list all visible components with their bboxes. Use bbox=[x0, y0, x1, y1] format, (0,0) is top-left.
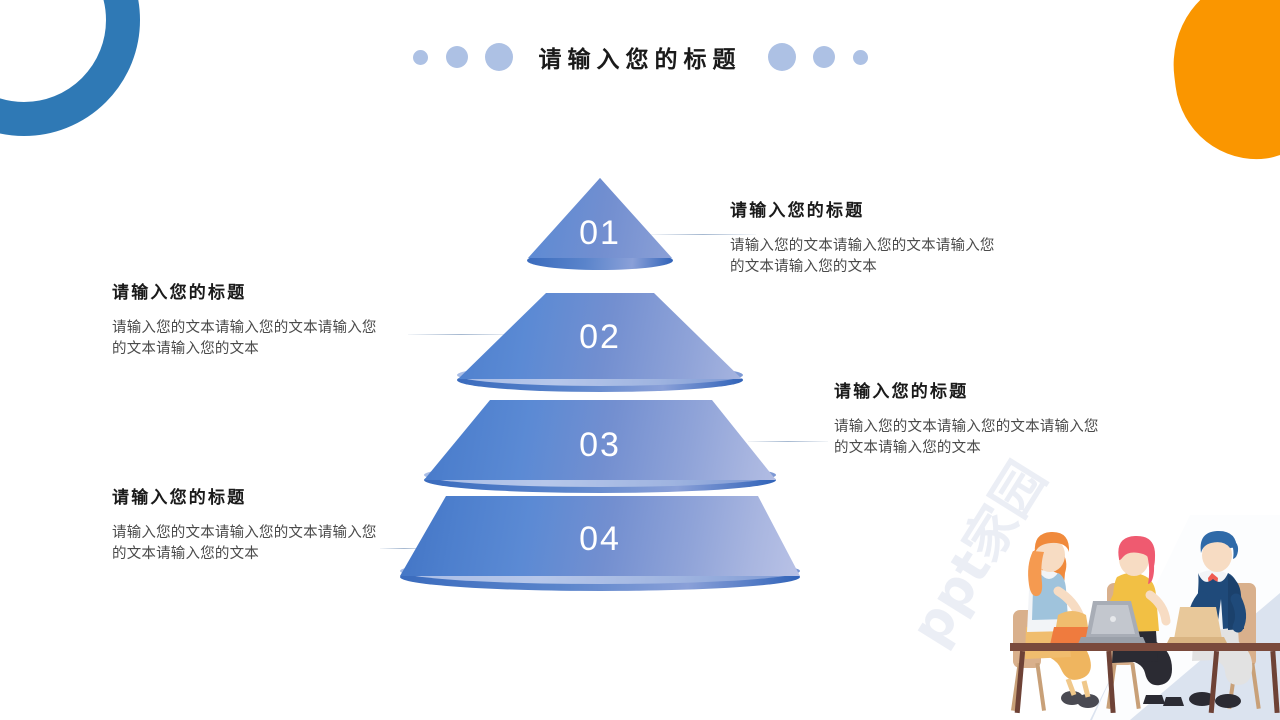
callout-tier-01-title: 请输入您的标题 bbox=[730, 201, 865, 221]
person-woman-orange-hair bbox=[1025, 531, 1099, 708]
callout-tier-03[interactable]: 请输入您的标题 请输入您的文本请输入您的文本请输入您的文本请输入您的文本 bbox=[834, 377, 1100, 459]
connector-tier-01 bbox=[650, 234, 756, 235]
header-dot-large-right bbox=[767, 43, 796, 71]
callout-tier-01[interactable]: 请输入您的标题 请输入您的文本请输入您的文本请输入您的文本请输入您的文本 bbox=[730, 196, 996, 278]
tier-02-number: 02 bbox=[579, 318, 621, 356]
tier-03-number: 03 bbox=[579, 426, 621, 464]
connector-tier-02 bbox=[408, 334, 514, 335]
callout-tier-01-body: 请输入您的文本请输入您的文本请输入您的文本请输入您的文本 bbox=[730, 238, 995, 275]
page-title: 请输入您的标题 bbox=[538, 46, 742, 73]
header-dot-small-right bbox=[852, 49, 868, 65]
header-dot-medium-right bbox=[812, 46, 835, 68]
tier-01-number: 01 bbox=[579, 214, 621, 252]
slide-header: 请输入您的标题 bbox=[0, 34, 1280, 80]
tier-04-number: 04 bbox=[579, 520, 621, 558]
laptop-gray bbox=[1078, 601, 1146, 644]
callout-tier-03-body: 请输入您的文本请输入您的文本请输入您的文本请输入您的文本 bbox=[834, 419, 1099, 456]
callout-tier-02-title: 请输入您的标题 bbox=[112, 283, 247, 303]
callout-tier-03-title: 请输入您的标题 bbox=[834, 382, 969, 402]
tier-04-cone bbox=[400, 496, 800, 576]
decor-blob-top-right bbox=[1163, 0, 1280, 169]
callout-tier-02[interactable]: 请输入您的标题 请输入您的文本请输入您的文本请输入您的文本请输入您的文本 bbox=[112, 278, 378, 360]
callout-tier-04-title: 请输入您的标题 bbox=[112, 488, 247, 508]
meeting-table bbox=[1010, 643, 1280, 714]
meeting-illustration bbox=[1010, 515, 1280, 720]
callout-tier-02-body: 请输入您的文本请输入您的文本请输入您的文本请输入您的文本 bbox=[112, 320, 377, 357]
connector-tier-03 bbox=[748, 441, 828, 442]
tier-03-cone bbox=[424, 400, 776, 480]
callout-tier-04-body: 请输入您的文本请输入您的文本请输入您的文本请输入您的文本 bbox=[112, 525, 377, 562]
header-dot-medium-left bbox=[445, 46, 468, 68]
header-dot-small-left bbox=[412, 49, 428, 65]
callout-tier-04[interactable]: 请输入您的标题 请输入您的文本请输入您的文本请输入您的文本请输入您的文本 bbox=[112, 483, 378, 565]
pyramid-diagram: 01 02 03 04 ppt家园 bbox=[400, 178, 1058, 656]
connector-tier-04 bbox=[380, 548, 428, 549]
header-dot-large-left bbox=[484, 43, 513, 71]
laptop-tan bbox=[1167, 607, 1227, 643]
